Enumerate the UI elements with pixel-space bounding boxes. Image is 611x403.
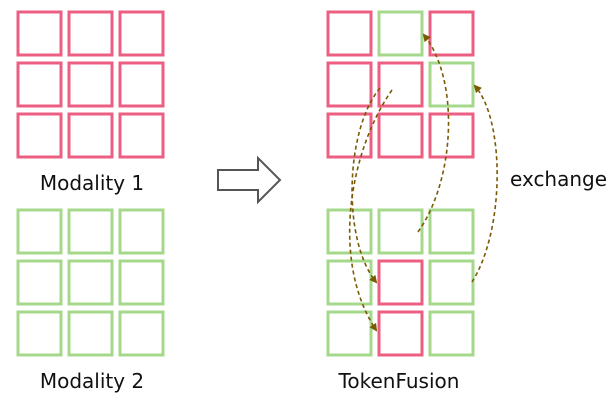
modality-2-grid (16, 208, 165, 357)
modality-2-token (118, 310, 165, 357)
modality-1-token (428, 10, 475, 57)
modality-1-token (377, 61, 424, 108)
modality-1-token (428, 112, 475, 159)
modality-1-token (16, 61, 63, 108)
modality-1-token (326, 10, 373, 57)
modality-2-token (16, 310, 63, 357)
modality-2-token (67, 208, 114, 255)
exchange-label: exchange (510, 167, 607, 191)
modality-2-label: Modality 2 (40, 369, 144, 393)
modality-1-token (16, 10, 63, 57)
modality-1-token (118, 61, 165, 108)
modality-2-token (377, 208, 424, 255)
modality-1-token (377, 259, 424, 306)
fused-top-grid (326, 10, 475, 159)
modality-2-token (428, 310, 475, 357)
modality-2-token (16, 208, 63, 255)
modality-2-token (428, 259, 475, 306)
modality-1-token (377, 112, 424, 159)
modality-1-token (377, 310, 424, 357)
modality-2-token (326, 259, 373, 306)
tokenfusion-label: TokenFusion (338, 369, 460, 393)
modality-1-token (16, 112, 63, 159)
modality-1-grid (16, 10, 165, 159)
modality-2-token (16, 259, 63, 306)
modality-1-token (118, 112, 165, 159)
dashed-curved-arrow-icon (348, 89, 393, 332)
modality-1-token (67, 10, 114, 57)
modality-1-label: Modality 1 (40, 171, 144, 195)
modality-2-token (67, 259, 114, 306)
dashed-curved-arrow-icon (351, 87, 381, 284)
modality-1-token (67, 61, 114, 108)
dashed-curved-arrow-icon (471, 84, 498, 283)
modality-2-token (428, 61, 475, 108)
modality-1-token (118, 10, 165, 57)
modality-2-token (428, 208, 475, 255)
modality-2-token (118, 208, 165, 255)
modality-2-token (67, 310, 114, 357)
modality-2-token (118, 259, 165, 306)
modality-2-token (377, 10, 424, 57)
dashed-curved-arrow-icon (417, 33, 450, 233)
modality-2-token (326, 310, 373, 357)
modality-1-token (326, 61, 373, 108)
modality-1-token (326, 112, 373, 159)
exchange-arrows (348, 33, 498, 332)
fused-bottom-grid (326, 208, 475, 357)
modality-1-token (67, 112, 114, 159)
right-hollow-arrow-icon (217, 155, 282, 205)
